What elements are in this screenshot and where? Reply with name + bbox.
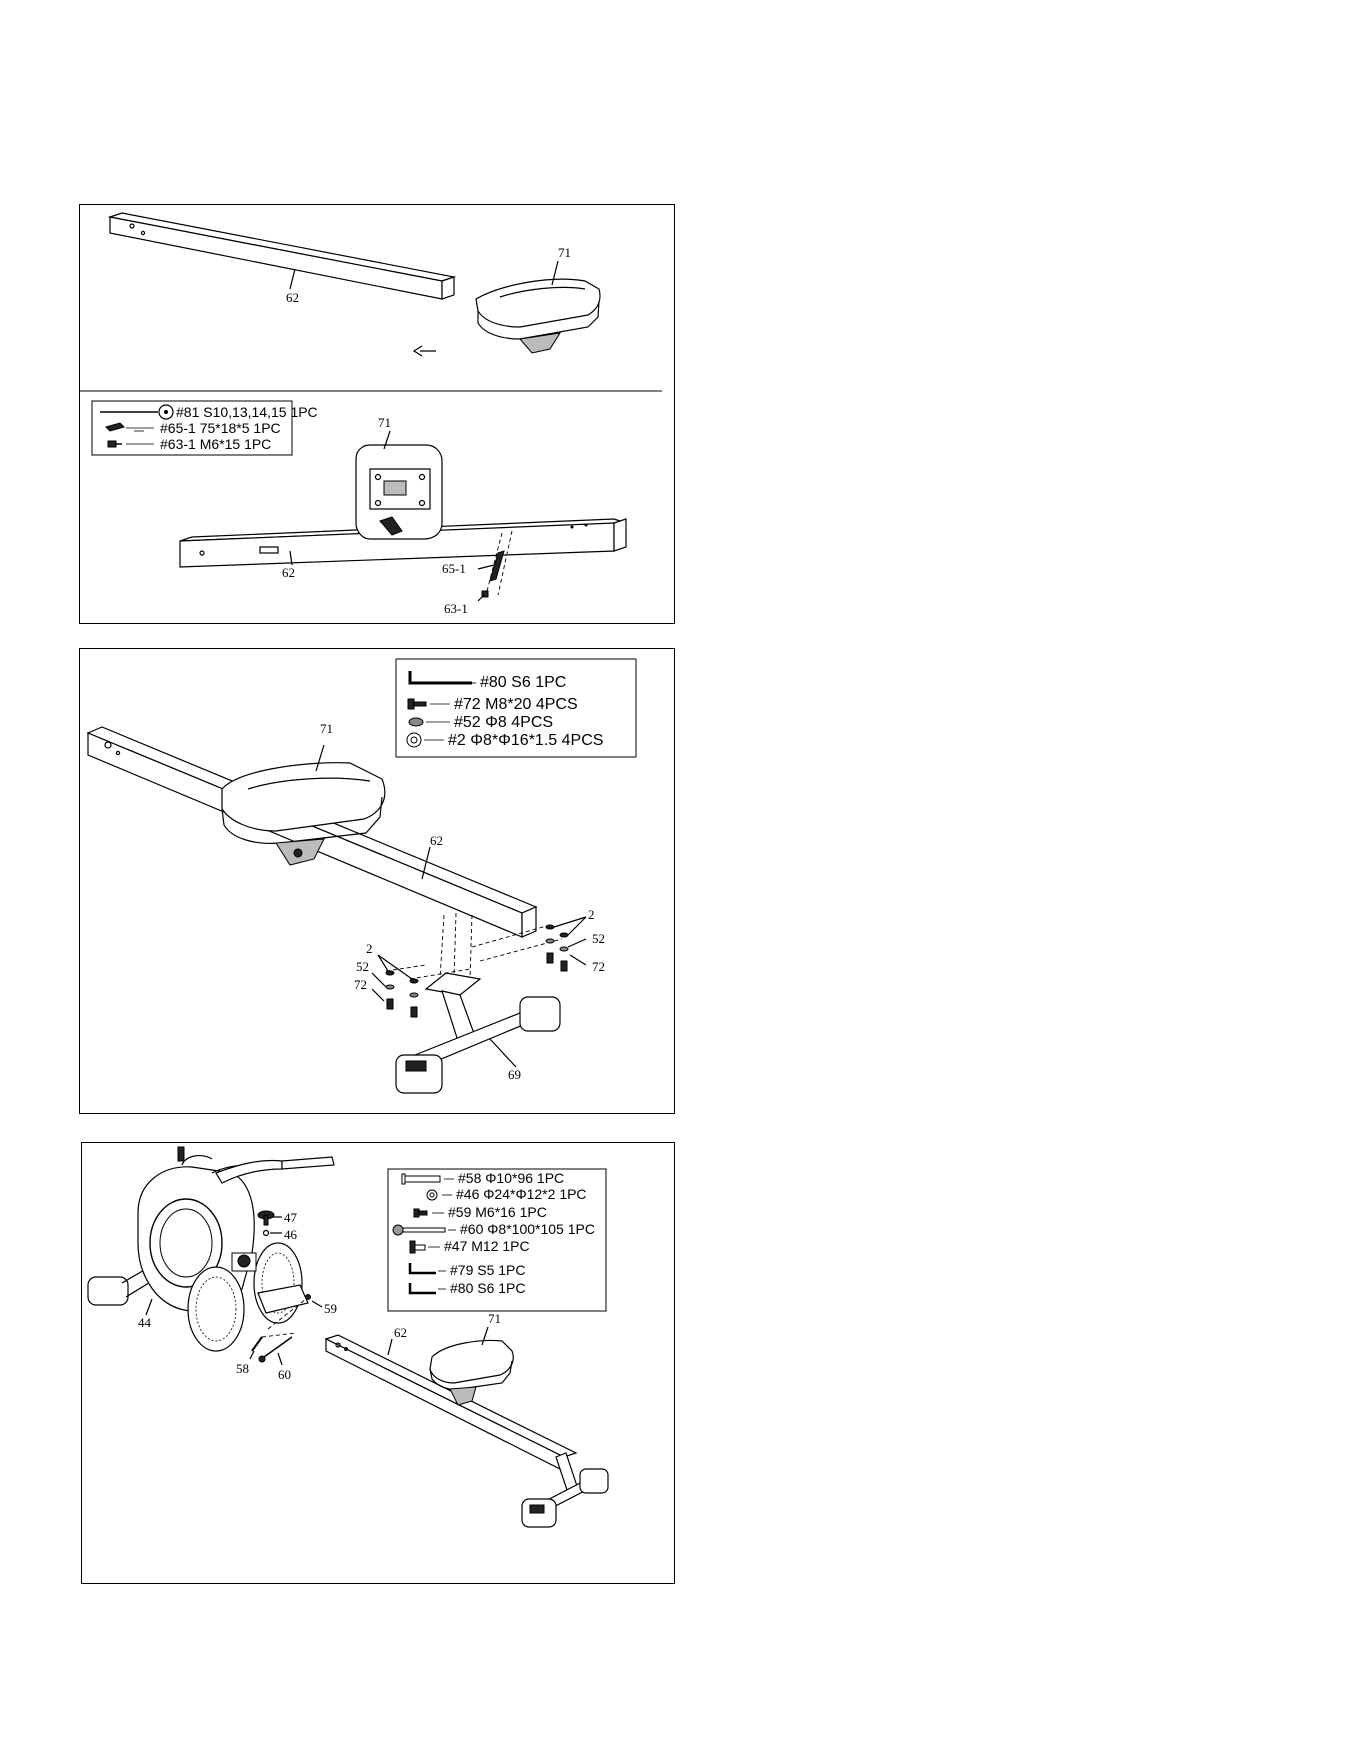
- hw-60: #60 Φ8*100*105 1PC: [460, 1221, 595, 1237]
- hw-58: #58 Φ10*96 1PC: [458, 1170, 564, 1186]
- step2-diagram: #80 S6 1PC #72 M8*20 4PCS #52 Φ8 4PCS #2…: [80, 649, 674, 1113]
- hw-72: #72 M8*20 4PCS: [454, 696, 578, 713]
- knob-47: [258, 1211, 282, 1236]
- hw-81: #81 S10,13,14,15 1PC: [176, 404, 318, 420]
- callout-seat-71: 71: [488, 1311, 501, 1326]
- step1-diagram: 62 71: [80, 205, 674, 623]
- hw-52: #52 Φ8 4PCS: [454, 714, 553, 731]
- rail-62: [88, 727, 536, 937]
- callout-seat-71: 71: [558, 245, 571, 260]
- callout-rail-62: 62: [394, 1325, 407, 1340]
- hardware-box: #81 S10,13,14,15 1PC #65-1 75*18*5 1PC #…: [92, 401, 318, 455]
- callout-right-washer-2: 2: [588, 907, 595, 922]
- callout-stabilizer-69: 69: [508, 1067, 521, 1082]
- axle-58: [250, 1333, 296, 1359]
- callout-washer-46: 46: [284, 1227, 298, 1242]
- callout-plate-65-1: 65-1: [442, 561, 466, 576]
- hw-63-1: #63-1 M6*15 1PC: [160, 436, 271, 452]
- hw-80: #80 S6 1PC: [480, 674, 566, 691]
- callout-seat-71: 71: [320, 721, 333, 736]
- callout-left-washer-2: 2: [366, 941, 373, 956]
- rail-62-top: [110, 213, 454, 299]
- rower-frame-44: [88, 1147, 334, 1351]
- step3-diagram: #58 Φ10*96 1PC #46 Φ24*Φ12*2 1PC #59 M6*…: [82, 1143, 674, 1583]
- callout-frame-44: 44: [138, 1315, 152, 1330]
- callout-screw-59: 59: [324, 1301, 337, 1316]
- callout-seat-71-inverted: 71: [378, 415, 391, 430]
- stabilizer-69: [396, 913, 560, 1093]
- callout-right-spring-washer-52: 52: [592, 931, 605, 946]
- callout-knob-47: 47: [284, 1210, 298, 1225]
- hw-80: #80 S6 1PC: [450, 1280, 526, 1296]
- callout-left-bolt-72: 72: [354, 977, 367, 992]
- callout-right-bolt-72: 72: [592, 959, 605, 974]
- callout-rail-62: 62: [430, 833, 443, 848]
- callout-rail-62: 62: [286, 290, 299, 305]
- spring-washer-icon: [409, 718, 423, 726]
- callout-rail-62-bottom: 62: [282, 565, 295, 580]
- washer-icon: [427, 1190, 437, 1200]
- assembly-step-seat-onto-rail: 62 71: [79, 204, 675, 624]
- stabilizer-69-assembly: [522, 1453, 608, 1527]
- hardware-box: #80 S6 1PC #72 M8*20 4PCS #52 Φ8 4PCS #2…: [396, 659, 636, 757]
- flat-washer-icon: [407, 733, 421, 747]
- callout-bolt-63-1: 63-1: [444, 601, 468, 616]
- callout-pin-60: 60: [278, 1367, 291, 1382]
- hw-46: #46 Φ24*Φ12*2 1PC: [456, 1186, 587, 1202]
- hw-47: #47 M12 1PC: [444, 1238, 530, 1254]
- assembly-step-rail-to-stabilizer: #80 S6 1PC #72 M8*20 4PCS #52 Φ8 4PCS #2…: [79, 648, 675, 1114]
- callout-left-spring-washer-52: 52: [356, 959, 369, 974]
- hw-2: #2 Φ8*Φ16*1.5 4PCS: [448, 732, 603, 749]
- callout-axle-58: 58: [236, 1361, 249, 1376]
- pin-60: [259, 1337, 292, 1365]
- hw-65-1: #65-1 75*18*5 1PC: [160, 420, 281, 436]
- axle-icon: [402, 1174, 440, 1184]
- hw-59: #59 M6*16 1PC: [448, 1204, 547, 1220]
- seat-71-inverted: [356, 431, 442, 539]
- assembly-step-rail-to-frame: #58 Φ10*96 1PC #46 Φ24*Φ12*2 1PC #59 M6*…: [81, 1142, 675, 1584]
- hardware-box: #58 Φ10*96 1PC #46 Φ24*Φ12*2 1PC #59 M6*…: [388, 1169, 606, 1311]
- hw-79: #79 S5 1PC: [450, 1262, 526, 1278]
